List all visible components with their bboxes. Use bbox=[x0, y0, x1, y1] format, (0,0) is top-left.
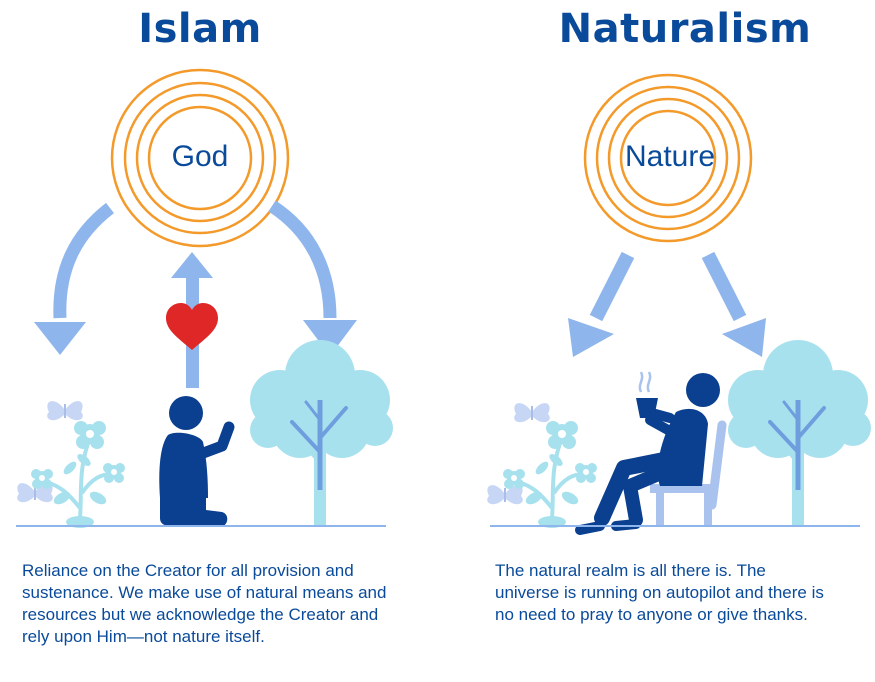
naturalism-title: Naturalism bbox=[558, 6, 812, 52]
ground-line bbox=[490, 525, 860, 527]
god-label: God bbox=[171, 140, 229, 173]
right-curved-arrow-icon bbox=[268, 200, 357, 356]
flower-icon bbox=[501, 419, 599, 530]
left-curved-arrow-icon bbox=[34, 202, 115, 355]
islam-caption: Reliance on the Creator for all provisio… bbox=[22, 561, 387, 646]
coffee-cup-icon bbox=[636, 371, 658, 418]
islam-title: Islam bbox=[138, 6, 262, 52]
nature-label: Nature bbox=[624, 140, 716, 173]
sitting-person-icon bbox=[575, 373, 720, 535]
chair-icon bbox=[650, 420, 727, 526]
god-rings-icon bbox=[110, 68, 290, 248]
tree-icon bbox=[728, 340, 871, 525]
flower-icon bbox=[29, 419, 127, 530]
naturalism-caption: The natural realm is all there is. The u… bbox=[495, 561, 824, 624]
butterfly-icon bbox=[514, 403, 550, 423]
tree-icon bbox=[250, 340, 393, 525]
heart-icon bbox=[166, 303, 218, 350]
butterfly-icon bbox=[47, 401, 83, 421]
ground-line bbox=[16, 525, 386, 527]
down-right-arrow-icon bbox=[701, 251, 766, 357]
nature-rings-icon bbox=[583, 73, 753, 243]
down-left-arrow-icon bbox=[568, 251, 635, 357]
praying-person-icon bbox=[159, 396, 235, 526]
